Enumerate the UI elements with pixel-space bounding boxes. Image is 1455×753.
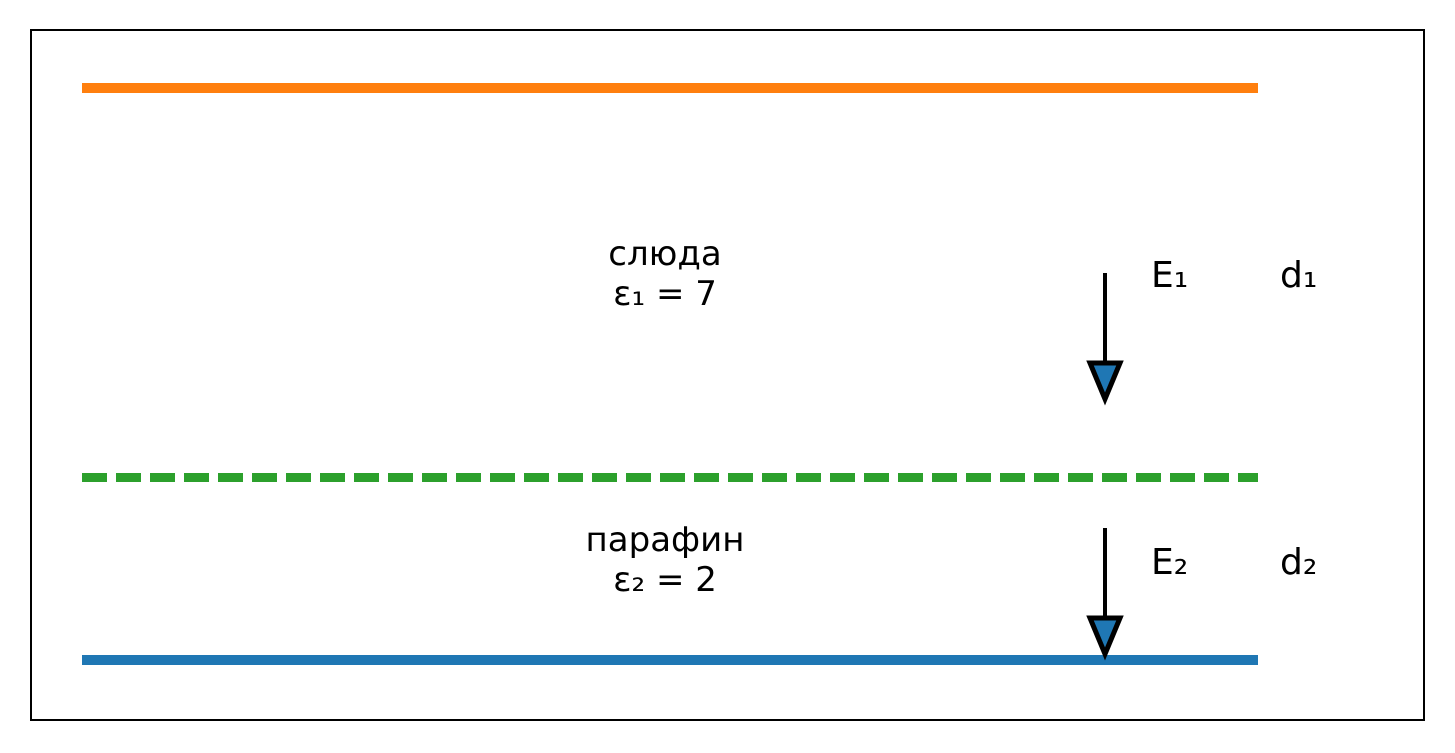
field-arrow-upper [1085, 270, 1125, 406]
material-name-upper: слюда [608, 234, 722, 274]
material-name-lower: парафин [585, 520, 745, 560]
material-label-lower: парафин ε₂ = 2 [465, 520, 865, 600]
thickness-label-lower: d₂ [1280, 542, 1318, 583]
material-permittivity-upper: ε₁ = 7 [613, 274, 717, 314]
field-strength-label-lower: E₂ [1151, 542, 1189, 583]
field-arrow-upper-svg [1086, 273, 1124, 406]
field-arrow-lower [1085, 525, 1125, 661]
material-permittivity-lower: ε₂ = 2 [613, 560, 717, 600]
field-arrow-lower-svg [1086, 528, 1124, 661]
top-plate [82, 83, 1258, 93]
thickness-label-upper: d₁ [1280, 255, 1318, 296]
dashed-line-svg [82, 473, 1258, 482]
dielectric-interface-line [82, 467, 1258, 482]
material-label-upper: слюда ε₁ = 7 [465, 234, 865, 314]
field-strength-label-upper: E₁ [1151, 255, 1189, 296]
bottom-plate [82, 655, 1258, 665]
diagram-frame [30, 29, 1425, 721]
